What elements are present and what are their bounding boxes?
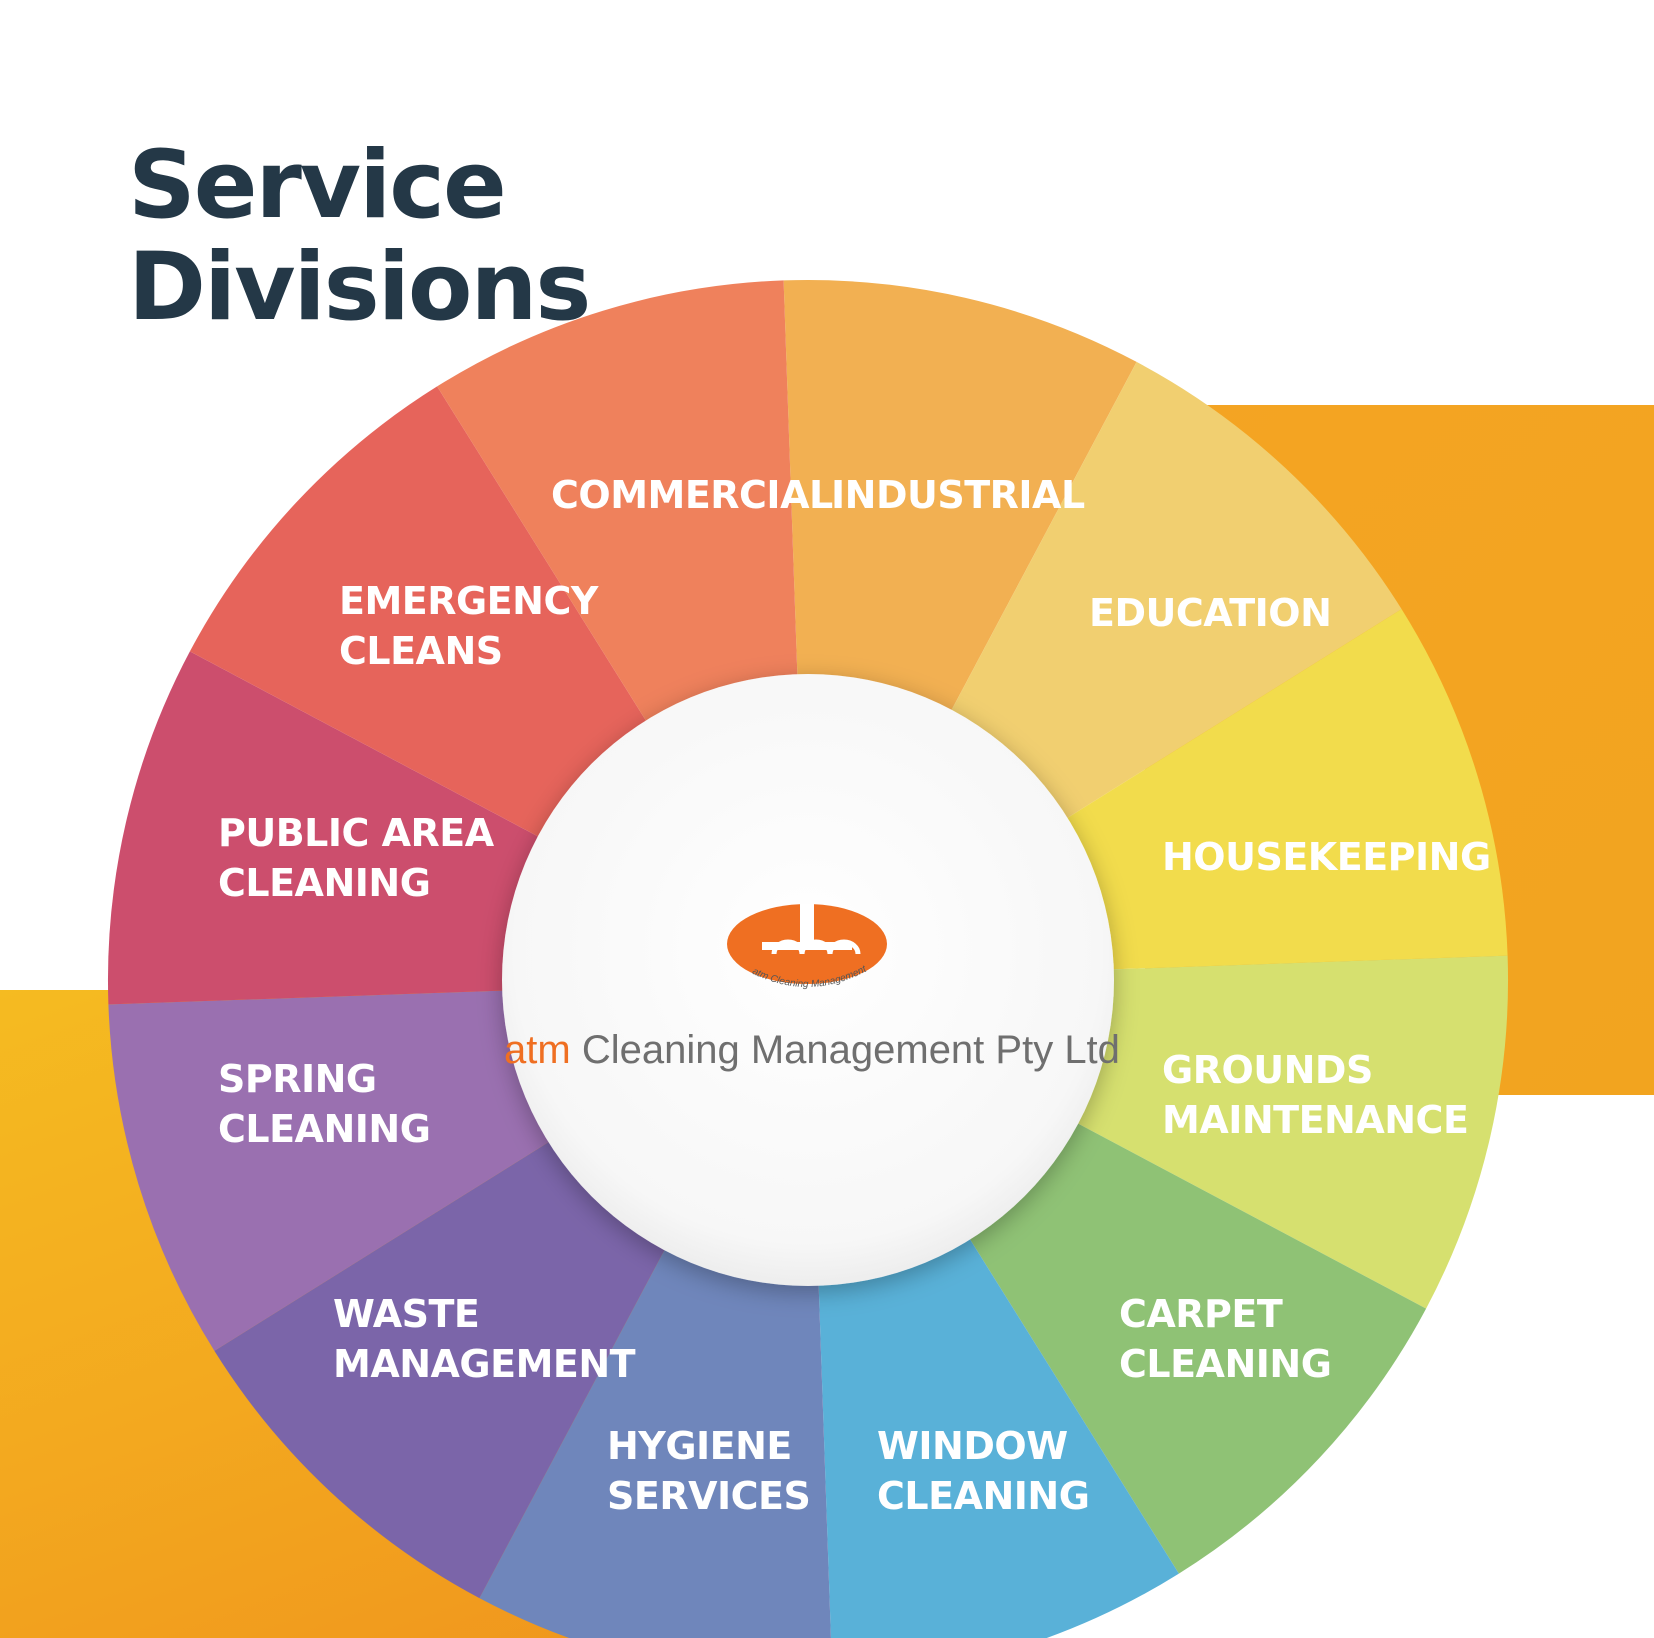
- page-title: Service Divisions: [128, 131, 591, 342]
- segment-label: CARPET CLEANING: [1119, 1292, 1331, 1386]
- segment-label: COMMERCIAL: [551, 473, 833, 517]
- segment-label-line: CARPET: [1119, 1292, 1283, 1336]
- segment-label-line: EMERGENCY: [339, 579, 599, 623]
- title-line-1: Service: [128, 131, 507, 240]
- segment-label: SPRING CLEANING: [218, 1057, 430, 1151]
- segment-label-line: WINDOW: [877, 1424, 1068, 1468]
- company-name: atm Cleaning Management Pty Ltd: [504, 1028, 1120, 1073]
- segment-label-line: SPRING: [218, 1057, 377, 1101]
- segment-label-line: GROUNDS: [1162, 1048, 1373, 1092]
- segment-label: INDUSTRIAL: [831, 473, 1085, 517]
- center-logo: atm Cleaning Management Pty Ltd atm Clea…: [504, 680, 1120, 1280]
- segment-label-line: HYGIENE: [607, 1424, 792, 1468]
- segment-label-line: MANAGEMENT: [333, 1342, 636, 1386]
- segment-label-line: CLEANING: [1119, 1342, 1331, 1386]
- segment-label-line: CLEANS: [339, 629, 503, 673]
- segment-label-line: CLEANING: [877, 1474, 1089, 1518]
- segment-label: EDUCATION: [1089, 591, 1331, 635]
- segment-label-line: HOUSEKEEPING: [1162, 835, 1491, 879]
- segment-label-line: CLEANING: [218, 861, 430, 905]
- segment-label: EMERGENCY CLEANS: [339, 579, 599, 673]
- segment-label-line: COMMERCIAL: [551, 473, 833, 517]
- segment-label-line: WASTE: [333, 1292, 479, 1336]
- segment-label-line: SERVICES: [607, 1474, 810, 1518]
- segment-label-line: INDUSTRIAL: [831, 473, 1085, 517]
- segment-label: HOUSEKEEPING: [1162, 835, 1491, 879]
- segment-label: HYGIENE SERVICES: [607, 1424, 810, 1518]
- segment-label-line: CLEANING: [218, 1107, 430, 1151]
- segment-label-line: PUBLIC AREA: [218, 811, 495, 855]
- segment-label: GROUNDS MAINTENANCE: [1162, 1048, 1468, 1142]
- segment-label: WINDOW CLEANING: [877, 1424, 1089, 1518]
- atm-logo-emblem-icon: atm Cleaning Management Pty Ltd: [722, 898, 887, 990]
- segment-label-line: MAINTENANCE: [1162, 1098, 1468, 1142]
- segment-label-line: EDUCATION: [1089, 591, 1331, 635]
- title-line-2: Divisions: [128, 233, 591, 342]
- company-name-text: Cleaning Management Pty Ltd: [581, 1028, 1120, 1072]
- segment-label: PUBLIC AREA CLEANING: [218, 811, 495, 905]
- brand-name: atm: [504, 1028, 571, 1072]
- segment-label: WASTE MANAGEMENT: [333, 1292, 636, 1386]
